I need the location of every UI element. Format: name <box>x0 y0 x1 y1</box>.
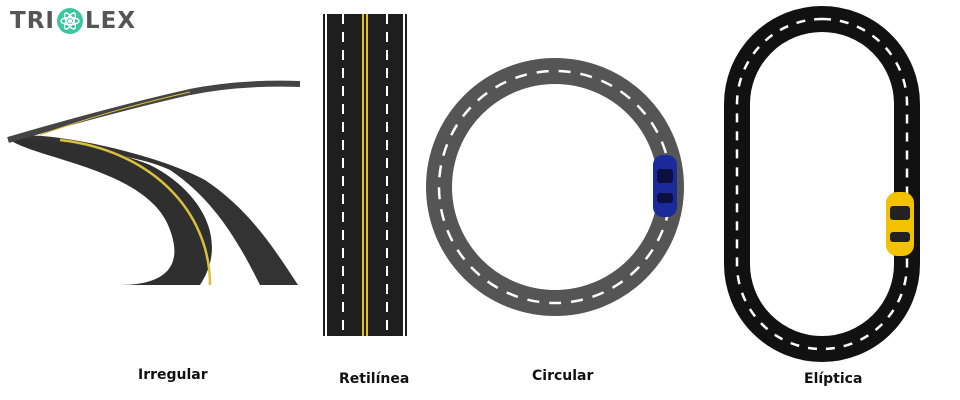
elliptical-road-image <box>724 6 920 362</box>
logo: TRI LEX <box>10 8 136 34</box>
atom-icon <box>56 8 83 34</box>
blue-car-icon <box>653 155 677 217</box>
logo-text-right: LEX <box>84 8 137 34</box>
irregular-road-image <box>7 80 301 286</box>
straight-road-image <box>323 14 407 336</box>
label-irregular: Irregular <box>138 367 208 383</box>
yellow-car-icon <box>886 192 914 256</box>
label-straight: Retilínea <box>339 371 410 387</box>
logo-text-left: TRI <box>10 8 55 34</box>
label-elliptical: Elíptica <box>804 371 863 387</box>
circular-road-image <box>426 58 684 316</box>
label-circular: Circular <box>532 368 594 384</box>
